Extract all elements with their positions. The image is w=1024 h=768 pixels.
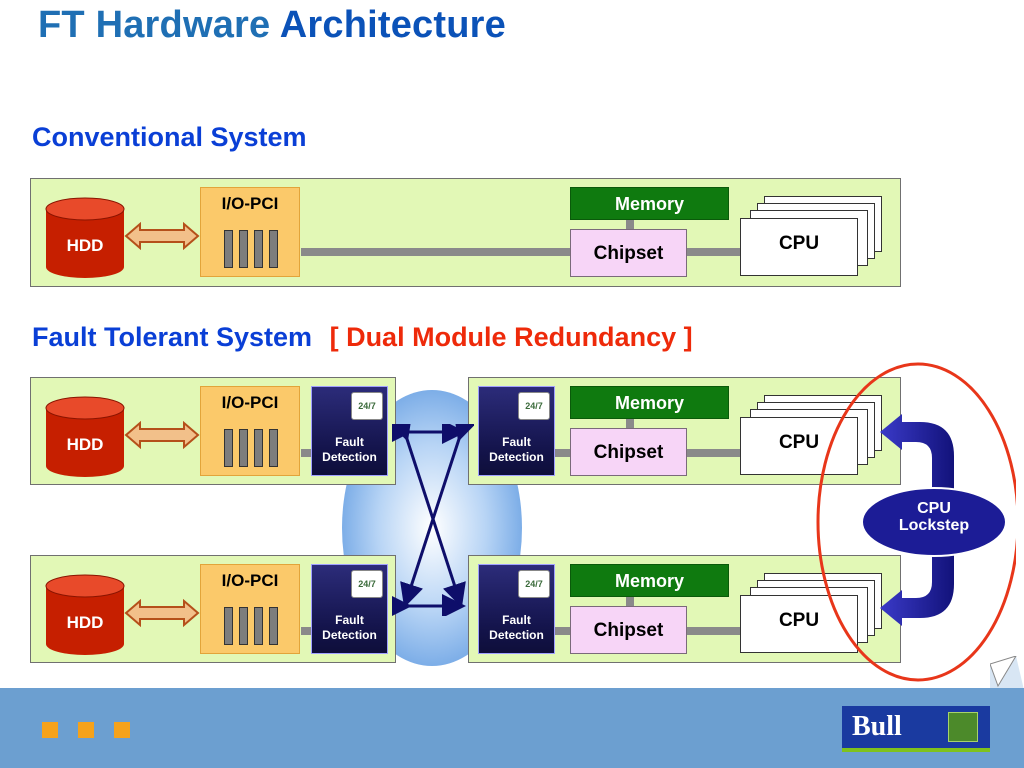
conv-hdd-label: HDD [66,236,104,255]
conv-chipset: Chipset [570,229,687,277]
ft-pci-slot [224,429,233,467]
ft-top-cpu: CPU [740,417,858,475]
section-fault-tolerant: Fault Tolerant System [ Dual Module Redu… [32,322,693,353]
page-title: FT Hardware Architecture [38,4,506,47]
ft-bottom-double-arrow-icon [124,599,200,627]
ft-top-cpu-label: CPU [778,432,820,453]
clock-badge-icon: 24/7 [351,392,383,420]
ft-top-double-arrow-icon [124,421,200,449]
conv-cpu-label: CPU [778,233,820,254]
ft-mem-link [626,595,634,607]
diagonal-link-arrow [400,424,474,608]
conv-bus-line-2 [686,248,740,256]
ft-bottom-io-pci: I/O-PCI [200,564,300,654]
ft-pci-slot [269,607,278,645]
ft-bottom-hdd-label: HDD [66,613,104,632]
lockstep-line2: Lockstep [898,517,970,534]
title-part2: Architecture [279,4,506,46]
ft-pci-slot [239,429,248,467]
ft-bus-line [686,449,740,457]
ft-pci-slot [254,607,263,645]
conv-hdd-icon [45,197,125,278]
conv-pci-slot [254,230,263,268]
conv-pci-slot [239,230,248,268]
fault-label: Fault [335,435,364,449]
footer-square-icon [114,722,130,738]
ft-top-chipset: Chipset [570,428,687,476]
cross-connect-arrows [392,424,474,616]
lockstep-group [816,362,1016,682]
conv-pci-slot [269,230,278,268]
conv-mem-link [626,218,634,230]
detection-label: Detection [489,450,544,464]
fault-label: Fault [502,613,531,627]
bull-logo: Bull [842,706,990,752]
lockstep-line1: CPU [917,500,951,517]
footer-square-icon [42,722,58,738]
ft-bus-line [555,449,571,457]
conv-memory: Memory [570,187,729,220]
ft-top-io-label: I/O-PCI [221,393,279,412]
page-curl-icon [990,656,1024,690]
ft-pci-slot [224,607,233,645]
fault-label: Fault [502,435,531,449]
conv-cpu: CPU [740,218,858,276]
footer-square-icon [78,722,94,738]
clock-badge-icon: 24/7 [518,392,550,420]
ft-top-memory: Memory [570,386,729,419]
ft-pci-slot [269,429,278,467]
ft-top-hdd-icon [45,396,125,477]
section-conventional: Conventional System [32,122,307,152]
ft-top-hdd-label: HDD [66,435,104,454]
bull-logo-text: Bull [852,711,902,742]
ft-top-io-pci: I/O-PCI [200,386,300,476]
detection-label: Detection [322,628,377,642]
conv-double-arrow-icon [124,222,200,250]
clock-badge-icon: 24/7 [518,570,550,598]
detection-label: Detection [322,450,377,464]
clock-badge-icon: 24/7 [351,570,383,598]
ft-bottom-memory: Memory [570,564,729,597]
ft-bottom-hdd-icon [45,574,125,655]
section-fault-tolerant-label: Fault Tolerant System [32,322,313,352]
ft-bus-line [301,449,315,457]
bull-logo-icon [948,712,978,742]
ft-bus-line [686,627,740,635]
ft-bus-line [555,627,571,635]
detection-label: Detection [489,628,544,642]
conv-pci-slot [224,230,233,268]
ft-bottom-io-label: I/O-PCI [221,571,279,590]
ft-bottom-cpu: CPU [740,595,858,653]
ft-bus-line [301,627,315,635]
title-part1: FT Hardware [38,4,271,46]
conv-bus-line [301,248,571,256]
conv-io-label: I/O-PCI [221,194,279,213]
conv-io-pci: I/O-PCI [200,187,300,277]
ft-bottom-chipset: Chipset [570,606,687,654]
ft-mem-link [626,417,634,429]
fault-label: Fault [335,613,364,627]
ft-pci-slot [239,607,248,645]
lockstep-label: CPU Lockstep [864,500,1004,534]
section-dmr-label: [ Dual Module Redundancy ] [329,322,693,352]
lockstep-highlight-oval [816,362,1016,682]
ft-pci-slot [254,429,263,467]
lockstep-arrow-icon [880,414,954,626]
ft-bottom-cpu-label: CPU [778,610,820,631]
